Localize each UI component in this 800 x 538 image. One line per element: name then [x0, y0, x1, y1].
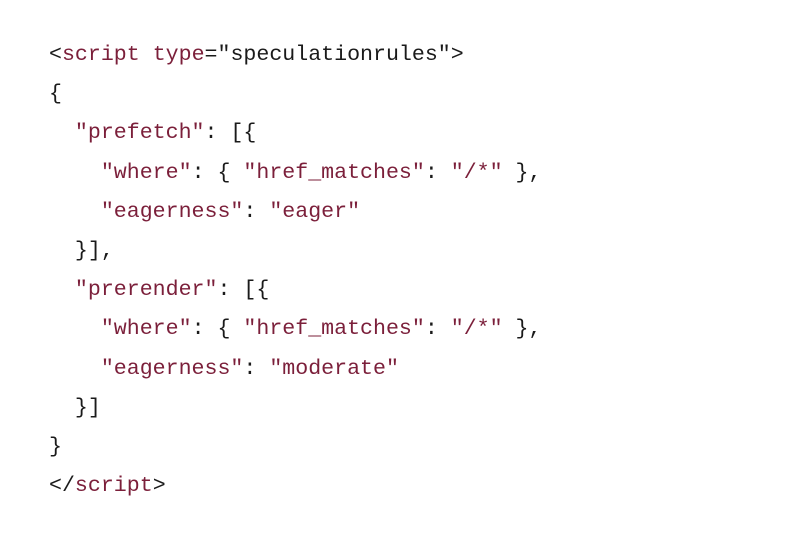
code-punctuation — [49, 121, 75, 145]
code-line: "eagerness": "moderate" — [49, 350, 541, 389]
code-tag-name: script — [61, 43, 140, 67]
code-punctuation: }], — [49, 238, 114, 263]
code-punctuation: }, — [502, 317, 542, 342]
code-json-key: "where" — [100, 317, 192, 342]
code-punctuation — [140, 43, 153, 67]
code-line: "prerender": [{ — [49, 271, 541, 310]
code-punctuation: : [{ — [217, 278, 270, 303]
code-punctuation: : { — [191, 317, 244, 342]
code-punctuation: { — [49, 82, 62, 107]
code-punctuation — [49, 278, 75, 302]
code-json-key: "eagerness" — [100, 356, 244, 381]
code-punctuation — [49, 317, 101, 341]
code-json-string: "/*" — [450, 160, 503, 185]
code-json-key: "where" — [100, 160, 192, 185]
code-line: }] — [49, 389, 541, 428]
code-json-key: "href_matches" — [243, 317, 425, 342]
code-json-key: "eagerness" — [100, 199, 244, 224]
code-attribute-value: "speculationrules" — [217, 43, 451, 67]
code-punctuation: : { — [191, 160, 244, 185]
code-punctuation: }] — [49, 395, 101, 420]
code-punctuation: : — [424, 160, 451, 185]
code-punctuation: </ — [49, 474, 75, 499]
code-line: "prefetch": [{ — [49, 114, 541, 153]
code-punctuation: }, — [502, 160, 542, 185]
code-punctuation: > — [450, 43, 464, 67]
code-tag-name: script — [74, 474, 153, 499]
code-punctuation — [49, 161, 101, 185]
code-punctuation — [49, 357, 101, 381]
code-attribute-name: type — [152, 43, 205, 67]
code-block: <script type="speculationrules">{ "prefe… — [49, 36, 541, 506]
code-json-string: "moderate" — [269, 356, 399, 381]
code-punctuation: } — [49, 434, 62, 459]
code-punctuation — [49, 200, 101, 224]
code-punctuation: : [{ — [204, 121, 257, 146]
code-json-string: "/*" — [450, 317, 503, 342]
code-json-string: "eager" — [269, 199, 361, 224]
code-line: { — [49, 75, 541, 114]
code-punctuation: : — [424, 317, 451, 342]
code-line: } — [49, 428, 541, 467]
code-json-key: "href_matches" — [243, 160, 425, 185]
code-json-key: "prerender" — [74, 278, 218, 303]
code-line: }], — [49, 232, 541, 271]
code-line: <script type="speculationrules"> — [49, 36, 541, 75]
code-punctuation: : — [243, 356, 270, 381]
code-line: "eagerness": "eager" — [49, 193, 541, 232]
code-line: </script> — [49, 467, 541, 506]
code-line: "where": { "href_matches": "/*" }, — [49, 154, 542, 193]
code-punctuation: < — [49, 43, 62, 67]
code-json-key: "prefetch" — [74, 121, 205, 146]
code-punctuation: = — [204, 43, 218, 67]
code-punctuation: > — [152, 474, 166, 499]
code-punctuation: : — [243, 199, 270, 224]
code-line: "where": { "href_matches": "/*" }, — [49, 310, 542, 349]
